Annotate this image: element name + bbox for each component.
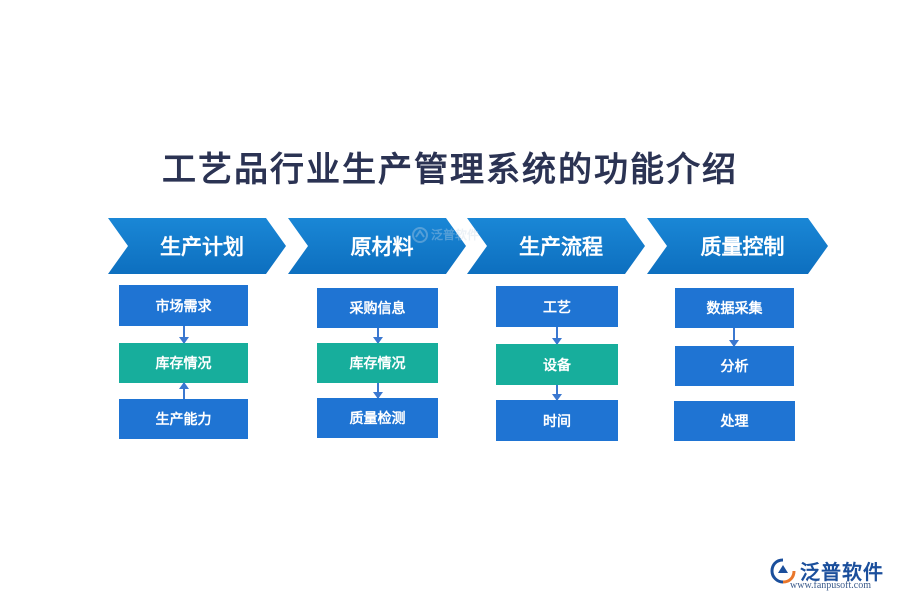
box-processing: 处理 (674, 401, 795, 441)
arrow-down-icon (373, 383, 383, 399)
watermark: 泛普软件 (412, 226, 479, 243)
watermark-logo-icon (412, 226, 428, 243)
box-inventory: 库存情况 (317, 343, 438, 383)
arrow-up-icon (179, 382, 189, 399)
arrow-down-icon (552, 327, 562, 345)
box-inventory: 库存情况 (119, 343, 248, 383)
chevron-production-plan: 生产计划 (108, 218, 286, 274)
box-analysis: 分析 (675, 346, 794, 386)
chevron-label: 质量控制 (700, 235, 785, 259)
box-market-demand: 市场需求 (119, 285, 248, 326)
box-purchase-info: 采购信息 (317, 288, 438, 328)
chevron-label: 生产流程 (519, 235, 603, 259)
box-time: 时间 (496, 400, 618, 441)
brand-logo-icon (770, 558, 796, 583)
box-equipment: 设备 (496, 344, 618, 385)
arrow-down-icon (729, 328, 739, 347)
brand-logo: 泛普软件 (770, 556, 884, 585)
chevron-raw-materials: 原材料 (288, 218, 466, 274)
watermark-text: 泛普软件 (431, 228, 480, 242)
box-capacity: 生产能力 (119, 399, 248, 439)
chevron-label: 生产计划 (160, 235, 244, 259)
box-quality-inspection: 质量检测 (317, 398, 438, 438)
arrow-down-icon (552, 385, 562, 401)
box-craft: 工艺 (496, 286, 618, 327)
brand-name: 泛普软件 (800, 560, 884, 584)
chevron-production-flow: 生产流程 (467, 218, 645, 274)
arrow-down-icon (179, 326, 189, 344)
chevron-quality-control: 质量控制 (647, 218, 828, 274)
brand-url: www.fanpusoft.com (790, 580, 872, 591)
chevron-label: 原材料 (350, 235, 414, 259)
arrow-down-icon (373, 328, 383, 344)
box-data-collection: 数据采集 (675, 288, 794, 328)
page-title: 工艺品行业生产管理系统的功能介绍 (162, 150, 738, 190)
